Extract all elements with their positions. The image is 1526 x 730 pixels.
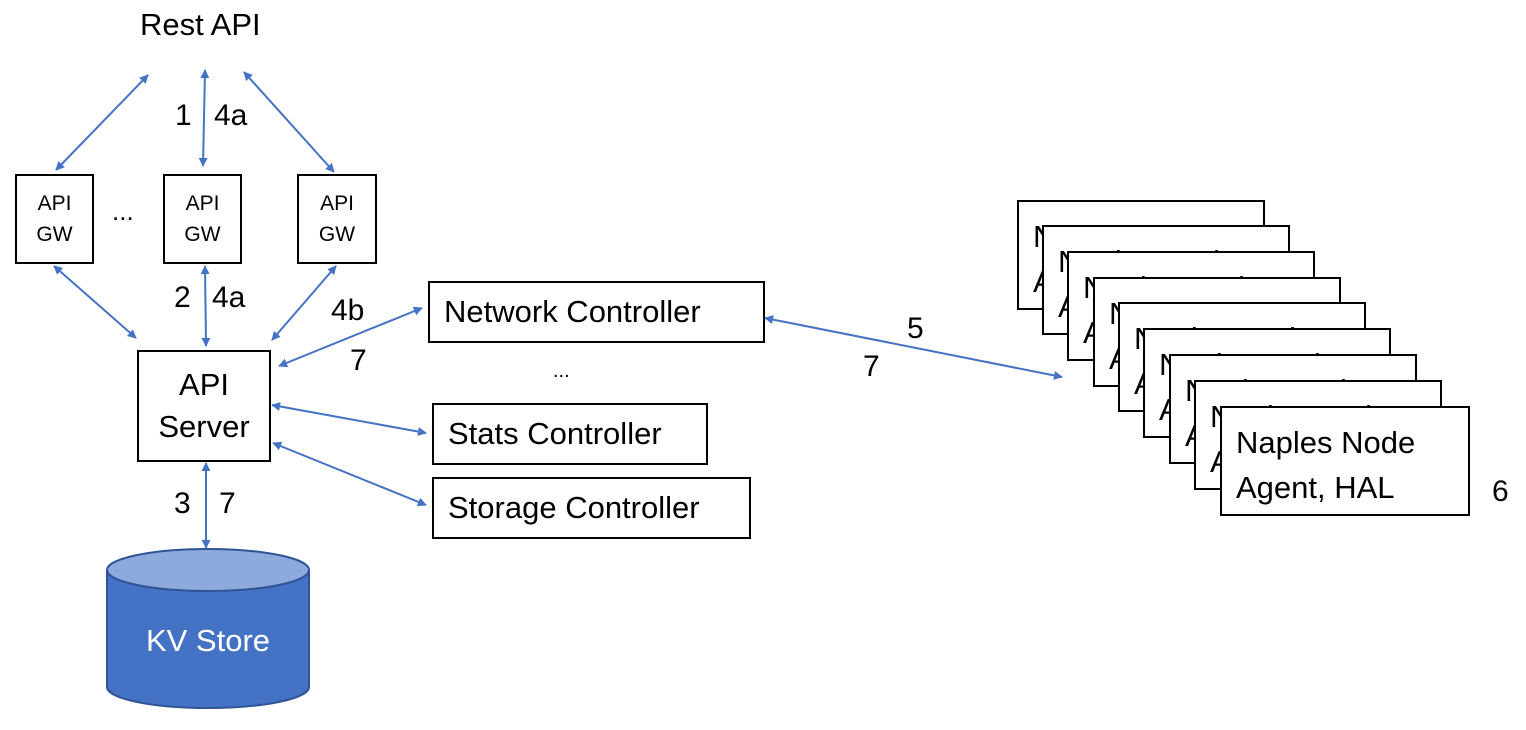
api-server-line1: API [179,367,229,402]
step-label-4a-mid: 4a [212,281,246,314]
step-label-7-kv: 7 [219,487,236,520]
storage-controller: Storage Controller [432,477,751,539]
step-label-2: 2 [174,281,191,314]
arrow-gw3-server [271,265,337,341]
kv-store-label: KV Store [145,623,271,658]
step-label-4a-top: 4a [214,99,248,132]
api-server: API Server [137,350,271,462]
network-controller: Network Controller [428,281,765,343]
step-label-6: 6 [1492,475,1509,508]
step-label-5: 5 [907,312,924,345]
stats-controller: Stats Controller [432,403,708,465]
arrow-rest-gw2 [198,69,210,167]
arrow-rest-gw3 [243,71,335,173]
rest-api-label: Rest API [140,7,261,42]
api-gateway-line1: API [37,192,72,215]
step-label-4b: 4b [331,294,365,327]
api-gateway-line2: GW [318,223,356,246]
arrow-rest-gw1 [55,74,149,171]
arrow-server-stats [271,402,427,436]
arrow-gw2-server [200,265,211,347]
arrow-server-storage [272,441,427,507]
gateway-ellipsis: ... [112,196,134,226]
step-label-7-network: 7 [350,344,367,377]
naples-node-line2: Agent, HAL [1236,470,1395,505]
api-gateway-line2: GW [184,223,221,246]
naples-node-line1: Naples Node [1236,425,1416,460]
api-server-line2: Server [158,409,250,444]
api-gateway-line1: API [320,192,354,215]
kv-store-cylinder [106,548,310,709]
arrow-gw1-server [53,265,137,339]
step-label-3: 3 [174,487,191,520]
controllers-ellipsis: ... [553,360,570,382]
step-label-7-naples: 7 [863,350,880,383]
api-gateway-2: API GW [163,174,242,264]
api-gateway-line2: GW [36,223,73,246]
step-label-1: 1 [175,99,192,132]
api-gateway-line1: API [185,192,220,215]
api-gateway-1: API GW [15,174,94,264]
api-gateway-3: API GW [297,174,377,264]
